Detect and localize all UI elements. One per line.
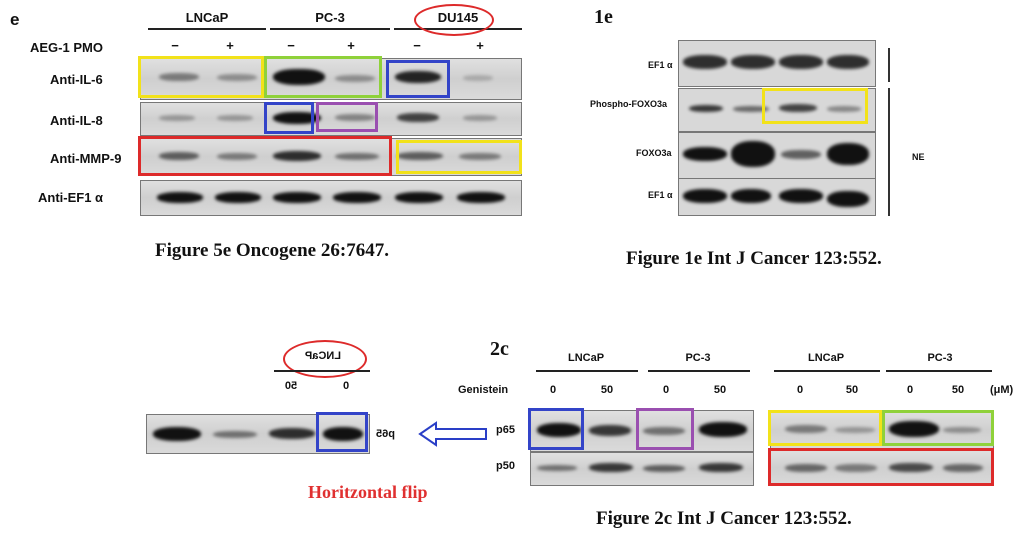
fig1e-row-label: FOXO3a	[636, 148, 672, 158]
flipped-dose: 0	[342, 380, 350, 392]
fig2c-dose: 0	[796, 384, 804, 396]
highlight-box-yellow	[768, 410, 882, 446]
lncap-red-ellipse	[283, 340, 367, 378]
du145-red-ellipse	[414, 4, 494, 36]
fig2c-dose: 50	[845, 384, 859, 396]
highlight-box-blue	[316, 412, 368, 452]
fig5e-sign: −	[287, 38, 295, 53]
blot-p50-left	[530, 452, 754, 486]
blot-ef1a-bottom	[678, 178, 876, 216]
flipped-dose: 50	[284, 380, 298, 392]
blot-il6	[140, 58, 522, 100]
fig2c-dose: 50	[713, 384, 727, 396]
highlight-box-yellow	[762, 88, 868, 124]
fig2c-row-label: p50	[496, 460, 515, 472]
fig5e-cellline-lncap: LNCaP	[185, 10, 229, 25]
fig2c-dose: 50	[600, 384, 614, 396]
blot-p50-right	[770, 450, 994, 486]
blot-ef1a	[140, 180, 522, 216]
highlight-box-yellow	[138, 56, 264, 98]
fig5e-row-label: Anti-IL-8	[50, 113, 103, 128]
fig5e-row-label: Anti-MMP-9	[50, 151, 122, 166]
fig2c-unit: (μM)	[990, 384, 1014, 396]
fig2c-dose: 0	[906, 384, 914, 396]
highlight-box-blue	[528, 408, 584, 450]
highlight-box-purple	[636, 408, 694, 450]
fig2c-dose: 0	[662, 384, 670, 396]
fig5e-row-label: Anti-EF1 α	[38, 190, 104, 205]
fig5e-panel-letter: e	[10, 10, 20, 29]
blot-foxo3a	[678, 132, 876, 180]
fig1e-row-label: Phospho-FOXO3a	[590, 99, 668, 109]
highlight-box-red	[768, 448, 994, 486]
blot-phospho-foxo3a	[678, 88, 876, 132]
fig5e-cellline-pc3: PC-3	[315, 10, 345, 25]
fig5e-caption: Figure 5e Oncogene 26:7647.	[155, 240, 389, 261]
fig2c-caption: Figure 2c Int J Cancer 123:552.	[596, 508, 852, 529]
fig5e-sign: +	[226, 38, 234, 53]
highlight-box-blue	[386, 60, 450, 98]
fig2c-cellline: PC-3	[927, 352, 953, 364]
flipped-row-label: p65	[376, 428, 395, 440]
highlight-box-green	[882, 410, 994, 446]
fig5e-sign: +	[476, 38, 484, 53]
fig5e-sign: −	[413, 38, 421, 53]
fig5e-sign: +	[347, 38, 355, 53]
flip-note: Horitzontal flip	[308, 482, 428, 502]
highlight-box-blue	[264, 102, 314, 134]
fig2c-cellline: LNCaP	[807, 352, 845, 364]
fig2c-treatment-label: Genistein	[458, 384, 509, 396]
highlight-box-purple	[316, 102, 378, 132]
fig1e-panel-letter: 1e	[594, 6, 613, 28]
blot-p65-left	[530, 410, 754, 452]
fig5e-row-label: Anti-IL-6	[50, 72, 103, 87]
fig5e-sign: −	[171, 38, 179, 53]
blot-ef1a-top	[678, 40, 876, 87]
highlight-box-yellow	[396, 140, 522, 174]
flipped-p65-blot	[146, 414, 370, 454]
fig2c-dose: 0	[549, 384, 557, 396]
flipped-cellline-label: LNCaP	[304, 350, 342, 362]
fig2c-panel-letter: 2c	[490, 338, 509, 360]
fig1e-caption: Figure 1e Int J Cancer 123:552.	[626, 248, 882, 269]
fig2c-cellline: PC-3	[685, 352, 711, 364]
fig5e-treatment-label: AEG-1 PMO	[30, 40, 103, 55]
arrow-left-icon	[418, 421, 487, 447]
highlight-box-green	[264, 56, 382, 98]
fig1e-row-label: EF1 α	[648, 190, 673, 200]
highlight-box-red	[138, 136, 392, 176]
fig2c-row-label: p65	[496, 424, 515, 436]
fig2c-dose: 50	[951, 384, 965, 396]
fig1e-side-label: NE	[912, 152, 925, 162]
fig1e-row-label: EF1 α	[648, 60, 673, 70]
fig2c-cellline: LNCaP	[567, 352, 605, 364]
